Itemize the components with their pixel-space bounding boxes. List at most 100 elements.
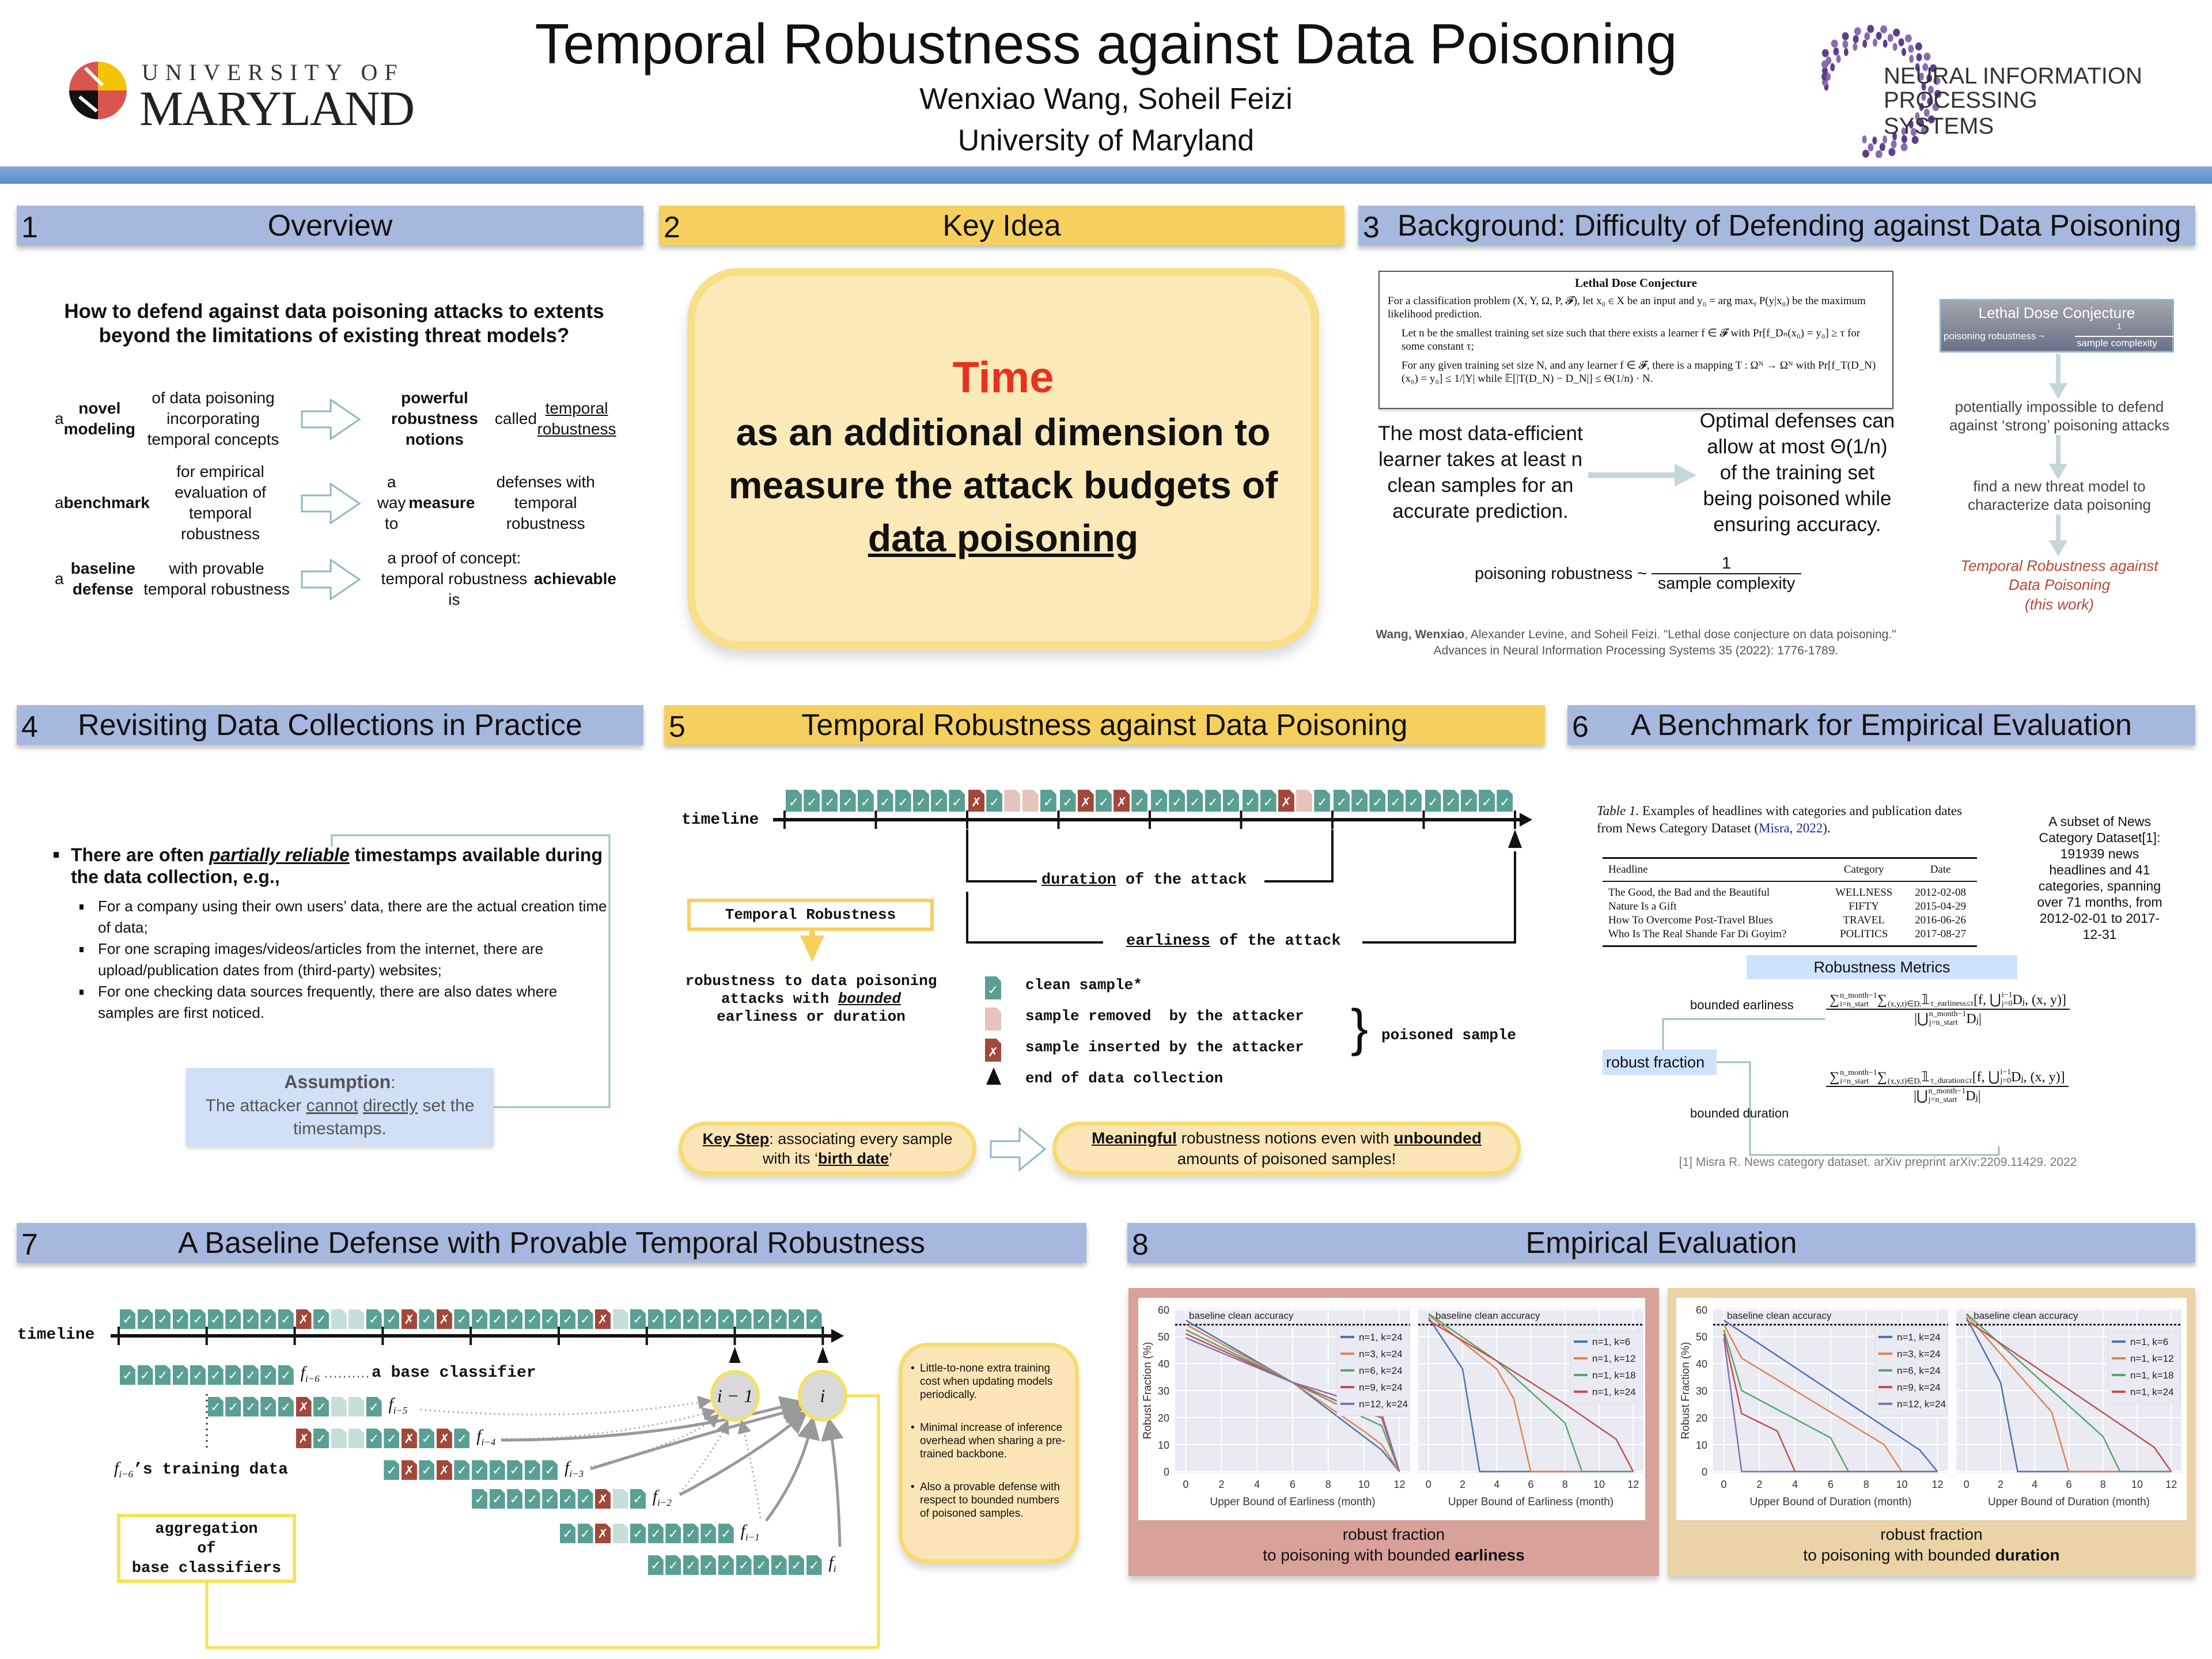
x-tick-label: 8 <box>1562 1479 1568 1490</box>
x-tick-label: 6 <box>2066 1479 2071 1490</box>
clean-sample-icon: ✓ <box>700 1524 717 1543</box>
text-run: There are often <box>71 844 210 865</box>
key-idea-highlight: Time <box>952 353 1054 402</box>
dotted-arrow <box>420 1396 712 1416</box>
table-cell: How To Overcome Post-Travel Blues <box>1608 914 1773 926</box>
legend-label: n=1, k=18 <box>1592 1370 1636 1381</box>
clean-sample-icon: ✓ <box>647 1555 664 1575</box>
key-idea-line: as an additional dimension to <box>736 411 1271 453</box>
x-tick-label: 4 <box>1254 1479 1260 1490</box>
key-idea-line: data poisoning <box>868 517 1139 559</box>
table-cell: Nature Is a Gift <box>1608 900 1677 912</box>
ldc-bullet: For any given training set size N, and a… <box>1402 359 1876 385</box>
table-cell: TRAVEL <box>1843 914 1885 926</box>
dotted-arrow <box>737 1419 762 1518</box>
legend-label: n=6, k=24 <box>1897 1365 1941 1376</box>
clean-sample-icon: ✓ <box>419 1460 435 1480</box>
clean-sample-icon: ✓ <box>260 1309 276 1329</box>
inserted-sample-icon: ✗ <box>436 1429 452 1448</box>
y-axis-label: Robust Fraction (%) <box>1680 1342 1692 1440</box>
classifier-f: f <box>300 1363 305 1382</box>
classifier-f: f <box>828 1553 834 1572</box>
umd-line1: UNIVERSITY OF <box>142 59 404 85</box>
legend-label: n=6, k=24 <box>1359 1365 1403 1376</box>
section-number: 4 <box>21 710 38 744</box>
table-cell: Who Is The Real Shande Far Di Goyim? <box>1608 928 1787 940</box>
clean-sample-icon: ✓ <box>260 1397 276 1416</box>
clean-sample-icon: ✓ <box>419 1309 435 1329</box>
x-axis-label: Upper Bound of Duration (month) <box>1750 1496 1912 1508</box>
legend-label: n=1, k=24 <box>1897 1332 1941 1343</box>
clean-sample-icon: ✓ <box>243 1309 259 1329</box>
text-run: bounded <box>838 990 902 1007</box>
x-tick-label: 8 <box>1325 1479 1331 1490</box>
section-number: 3 <box>1363 211 1380 244</box>
classifier-f: f <box>476 1426 482 1445</box>
x-tick-label: 8 <box>2100 1479 2106 1490</box>
x-tick-label: 6 <box>1828 1479 1834 1490</box>
x-tick-label: 2 <box>1998 1479 2003 1490</box>
end-of-collection-marker <box>1508 830 1522 848</box>
down-arrow-icon <box>2049 514 2067 556</box>
key-step-callout: Key Step: associating every sample with … <box>679 1122 976 1175</box>
table-cell: The Good, the Bad and the Beautiful <box>1608 887 1770 899</box>
y-tick-label: 0 <box>1164 1467 1169 1478</box>
end-triangle-icon <box>817 1347 829 1363</box>
earliness-label: earliness of the attack <box>1126 933 1341 950</box>
baseline-label: baseline clean accuracy <box>1189 1310 1294 1321</box>
classifier-subscript: i−6 <box>305 1373 320 1384</box>
clean-sample-icon: ✓ <box>225 1365 241 1385</box>
attack-brackets <box>966 830 1522 944</box>
note-item: Little-to-none extra training cost when … <box>911 1362 1069 1402</box>
clean-sample-icon: ✓ <box>313 1309 329 1329</box>
legend-label: n=3, k=24 <box>1359 1349 1403 1359</box>
x-tick-label: 2 <box>1756 1479 1762 1490</box>
x-tick-label: 8 <box>1863 1479 1869 1490</box>
practice-sub-bullet: For one scraping images/videos/articles … <box>75 938 611 981</box>
bounded-earliness-label: bounded earliness <box>1690 998 1794 1012</box>
clean-sample-icon: ✓ <box>489 1460 505 1480</box>
section-number: 6 <box>1572 710 1589 744</box>
clean-sample-icon: ✓ <box>260 1365 276 1385</box>
clean-sample-icon: ✓ <box>507 1489 523 1509</box>
earliness-caption: robust fraction to poisoning with bounde… <box>1128 1524 1659 1566</box>
text-run: a proof of concept: temporal robustness … <box>381 549 528 608</box>
ldc-right-text: Optimal defenses can allow at most Θ(1/n… <box>1699 410 1895 536</box>
clean-sample-icon: ✓ <box>524 1460 540 1480</box>
inserted-sample-icon: ✗ <box>296 1429 312 1448</box>
timeline-label: timeline <box>17 1326 95 1344</box>
poster-title: Temporal Robustness against Data Poisoni… <box>535 12 1677 75</box>
removed-sample-icon <box>331 1309 347 1329</box>
circle-prev-label: i − 1 <box>717 1385 753 1406</box>
brace-icon: } <box>1351 999 1369 1057</box>
text-run: , Alexander Levine, and Soheil Feizi. "L… <box>1433 628 1896 657</box>
y-tick-label: 50 <box>1158 1331 1169 1343</box>
text-run: Misra, 2022 <box>1759 821 1823 835</box>
practice-sub-bullets: For a company using their own users’ dat… <box>75 896 611 1024</box>
clean-sample-icon: ✓ <box>771 1309 787 1329</box>
key-step-text: Key Step: associating every sample with … <box>694 1129 961 1168</box>
model-circle-current: i <box>798 1370 847 1422</box>
umd-logo: UNIVERSITY OF MARYLAND <box>68 56 448 136</box>
text-run: timestamps available during the data col… <box>71 844 603 887</box>
umd-seal-icon <box>69 62 127 119</box>
solid-arrow <box>590 1401 806 1471</box>
inserted-sample-icon: ✗ <box>985 1039 1001 1062</box>
text-run: Table 1. <box>1597 804 1639 818</box>
text-run: earliness <box>1455 1546 1525 1564</box>
legend-label: n=1, k=12 <box>1592 1353 1636 1364</box>
overview-left-item: a benchmark for empirical evaluation of … <box>55 463 291 543</box>
inserted-sample-icon: ✗ <box>595 1524 611 1543</box>
ldc-title: Lethal Dose Conjecture <box>1575 276 1697 290</box>
clean-sample-icon: ✓ <box>190 1365 206 1385</box>
training-data-label: fi−6’s training data <box>114 1459 288 1480</box>
text-run: of the attack <box>1210 933 1341 950</box>
timeline-label: timeline <box>681 811 759 829</box>
